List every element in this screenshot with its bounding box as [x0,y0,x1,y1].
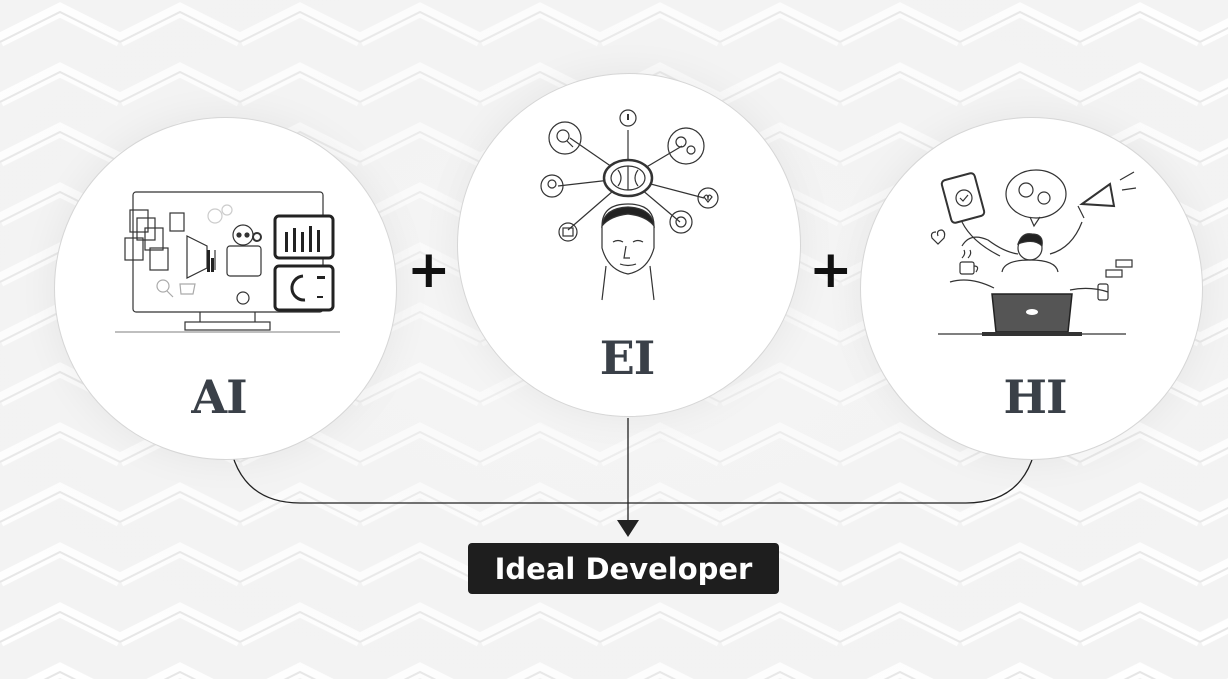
node-label-ei: EI [599,331,656,385]
brain-head-icon [540,109,719,301]
result-box: Ideal Developer [468,543,779,594]
robot-data-extraction-icon [115,191,340,333]
node-label-ai: AI [191,370,247,424]
ai-circle [54,117,397,460]
plus-operator: + [809,240,853,300]
result-label: Ideal Developer [494,551,753,586]
multitasking-person-icon [930,169,1137,336]
arrow-head-icon [617,520,639,537]
node-label-hi: HI [1003,370,1068,424]
hi-circle [860,117,1203,460]
plus-operator: + [407,240,451,300]
